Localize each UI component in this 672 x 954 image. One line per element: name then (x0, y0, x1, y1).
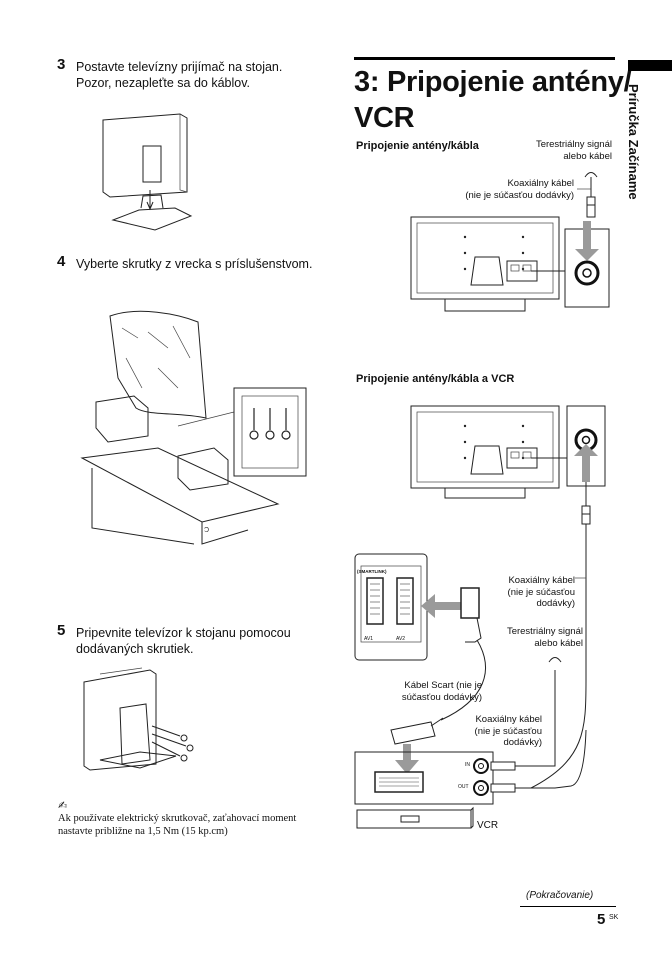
tv-on-stand-illustration (102, 113, 193, 231)
step-5-text: Pripevnite televízor k stojanu pomocou d… (76, 626, 291, 656)
section2-coax-top-label: Koaxiálny kábel (nie je súčasťou dodávky… (507, 575, 575, 609)
section2-coax-bottom-label: Koaxiálny kábel (nie je súčasťou dodávky… (474, 714, 542, 748)
section2-signal-label: Terestriálny signál alebo kábel (506, 626, 583, 649)
packaging-illustration: Ɔ (80, 310, 307, 545)
section1-coax-label: Koaxiálny kábel (nie je súčasťou dodávky… (465, 178, 574, 201)
svg-text:Ɔ: Ɔ (204, 527, 209, 534)
section2-heading: Pripojenie antény/kábla a VCR (356, 373, 515, 385)
step-4-number: 4 (57, 253, 66, 270)
section1-signal-label: Terestriálny signál alebo kábel (535, 139, 612, 162)
port-av1-label: AV1 (364, 636, 374, 642)
continued-label: (Pokračovanie) (526, 890, 594, 901)
note-text: Ak používate elektrický skrutkovač, zaťa… (58, 813, 297, 837)
step-3-number: 3 (57, 56, 66, 73)
section-title-line1: 3: Pripojenie antény/ (354, 66, 632, 98)
title-rule (354, 57, 615, 60)
side-tab-text: Príručka Začíname (626, 84, 641, 200)
antenna-connection-diagram (410, 172, 610, 312)
section1-heading: Pripojenie antény/kábla (356, 140, 479, 152)
port-in-label: IN (465, 762, 470, 768)
port-out-label: OUT (458, 784, 469, 790)
tv-screws-illustration (83, 667, 194, 771)
step-5-number: 5 (57, 622, 66, 639)
section-title-line2: VCR (354, 102, 415, 134)
side-tab-bar (628, 60, 672, 71)
step-4-text: Vyberte skrutky z vrecka s príslušenstvo… (76, 257, 313, 271)
panel-header-label: (SMARTLINK) (357, 569, 387, 574)
pencil-note-icon: ✍ (58, 800, 68, 812)
step-3-text: Postavte televízny prijímač na stojan. P… (76, 60, 283, 90)
vcr-label: VCR (477, 820, 499, 831)
page-number: 5 (597, 911, 606, 928)
vcr-connection-diagram (354, 405, 606, 829)
port-av2-label: AV2 (396, 636, 406, 642)
page-suffix: SK (609, 914, 619, 921)
footer-rule (520, 906, 616, 907)
section2-scart-label: Kábel Scart (nie je súčasťou dodávky) (401, 680, 482, 703)
